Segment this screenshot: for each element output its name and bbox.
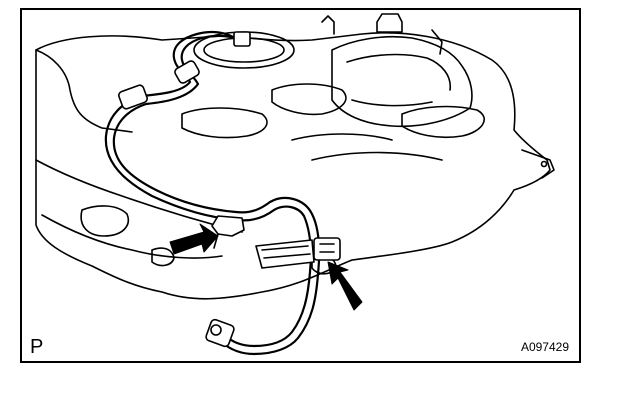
hose-clamp [211,215,245,237]
tank-pocket-left [80,205,129,237]
fuel-tank-illustration [35,13,555,356]
hose-end-cap [233,31,251,47]
tank-recess-left [181,107,268,139]
tank-saddle [331,35,473,128]
pointer-arrow-icon-2 [327,261,363,311]
tank-front-bottom-edge [41,214,223,259]
hose-connector-end [205,318,235,348]
tank-front-lower-edge [35,159,243,233]
tank-recess-center [271,83,347,116]
tank-top-ridge [35,49,133,133]
figure-code: A097429 [520,340,569,354]
connector-icon [313,237,341,261]
pointer-arrow-icon [169,223,219,255]
fuel-hose-icon [104,30,321,356]
corner-label: P [30,336,44,358]
top-fitting [376,13,403,33]
fuel-tank-outline [35,32,551,300]
diagram-frame: P A097429 [20,8,581,363]
tank-recess-right [401,105,485,139]
